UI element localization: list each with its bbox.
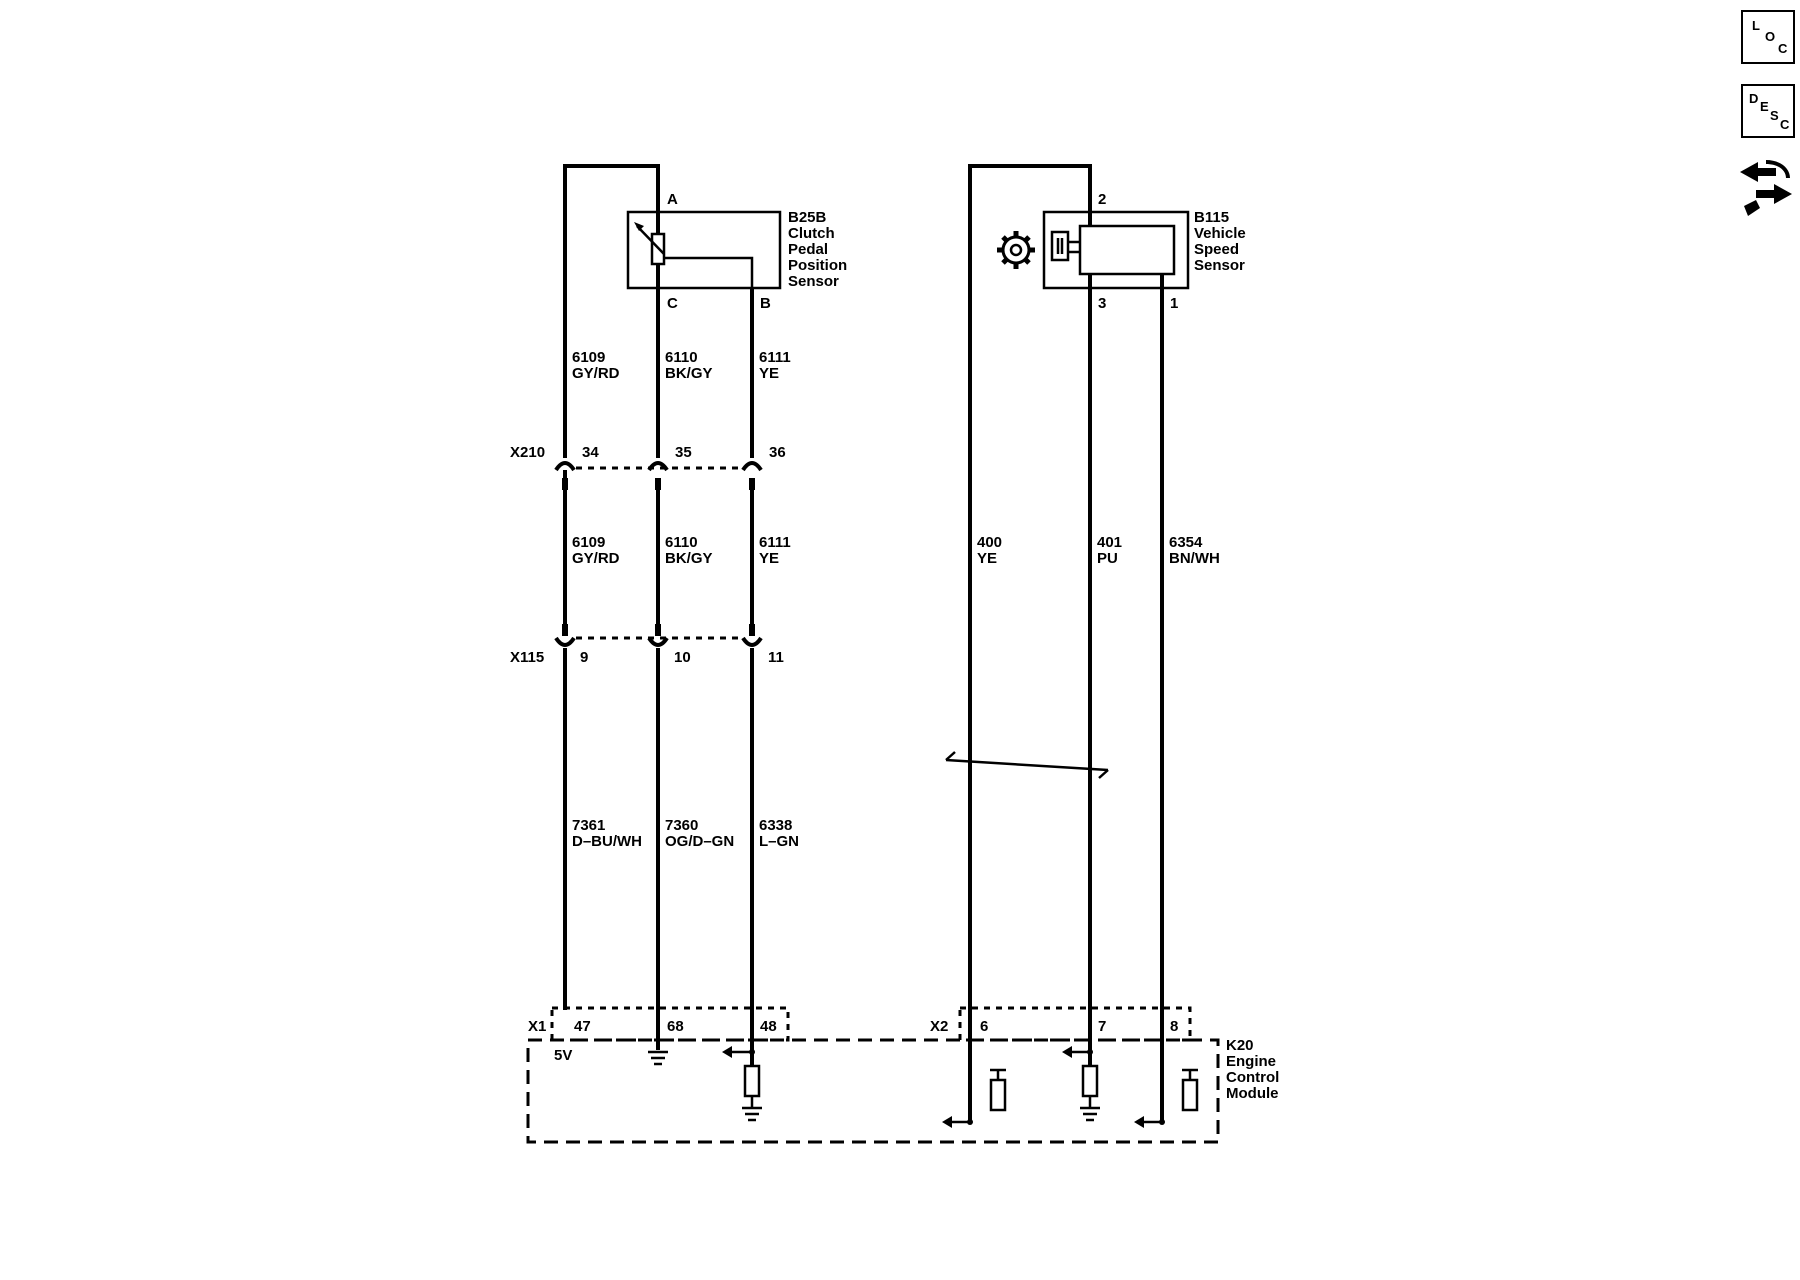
clutch-sensor-name-1: B25B xyxy=(788,209,827,226)
x115-pin-9: 9 xyxy=(580,649,588,666)
w2-lower-circuit: 7360 xyxy=(665,817,698,834)
speed-pin-3: 3 xyxy=(1098,295,1106,312)
resistor-pin7 xyxy=(1081,1064,1099,1098)
wire-6109 xyxy=(563,164,660,1010)
clutch-pedal-position-sensor: B25B Clutch Pedal Position Sensor A C B xyxy=(626,191,847,312)
x2-pin-6: 6 xyxy=(980,1018,988,1035)
ecm-name-3: Control xyxy=(1226,1069,1279,1086)
speed-sensor-name-3: Speed xyxy=(1194,241,1239,258)
ground-icon xyxy=(1080,1106,1100,1122)
sensor-coil-icon xyxy=(1050,230,1070,262)
x115-pin-10: 10 xyxy=(674,649,691,666)
output-arrow-icon xyxy=(942,1116,973,1128)
x210-label: X210 xyxy=(510,444,545,461)
resistor-pin8 xyxy=(1181,1078,1199,1112)
w3-mid-color: YE xyxy=(759,550,779,567)
twisted-pair-marker xyxy=(945,751,1109,779)
speed-sensor-name-1: B115 xyxy=(1194,209,1229,226)
x2-pin-8: 8 xyxy=(1170,1018,1178,1035)
description-button[interactable]: D E S C xyxy=(1741,84,1795,138)
speed-sensor-name-4: Sensor xyxy=(1194,257,1245,274)
speed-pin-1: 1 xyxy=(1170,295,1178,312)
ecm-name-2: Engine xyxy=(1226,1053,1276,1070)
w1-upper-circuit: 6109 xyxy=(572,349,605,366)
x1-label: X1 xyxy=(528,1018,546,1035)
speed-sensor-element xyxy=(1078,224,1176,276)
wire-labels-left: 6109 GY/RD 6110 BK/GY 6111 YE 6109 GY/RD… xyxy=(572,349,799,850)
clutch-pin-b: B xyxy=(760,295,771,312)
x115-label: X115 xyxy=(510,649,544,666)
w2-lower-color: OG/D–GN xyxy=(665,833,734,850)
connector-tool-icon[interactable] xyxy=(1736,154,1796,220)
ecm-name-1: K20 xyxy=(1226,1037,1254,1054)
gear-icon xyxy=(997,231,1035,269)
wire-400 xyxy=(968,164,1092,1122)
ground-icon xyxy=(742,1106,762,1122)
x1-pin-47: 47 xyxy=(574,1018,591,1035)
w3-upper-color: YE xyxy=(759,365,779,382)
w1-mid-color: GY/RD xyxy=(572,550,620,567)
w2-upper-color: BK/GY xyxy=(665,365,713,382)
connector-x2-box xyxy=(958,1006,1192,1042)
clutch-pin-c: C xyxy=(667,295,678,312)
clutch-sensor-name-2: Clutch xyxy=(788,225,835,242)
w2-mid-circuit: 6110 xyxy=(665,534,698,551)
x210-pin-35: 35 xyxy=(675,444,692,461)
w1-lower-circuit: 7361 xyxy=(572,817,605,834)
w6-circuit: 6354 xyxy=(1169,534,1203,551)
ecm-5v-label: 5V xyxy=(554,1047,572,1064)
x1-pin-48: 48 xyxy=(760,1018,777,1035)
ground-icon xyxy=(648,1050,668,1066)
clutch-sensor-name-3: Pedal xyxy=(788,241,828,258)
pulldown-resistor xyxy=(743,1064,761,1098)
vehicle-speed-sensor: B115 Vehicle Speed Sensor 2 3 1 xyxy=(997,191,1246,312)
w3-upper-circuit: 6111 xyxy=(759,349,791,366)
w6-color: BN/WH xyxy=(1169,550,1220,567)
location-button[interactable]: L O C xyxy=(1741,10,1795,64)
clutch-sensor-name-5: Sensor xyxy=(788,273,839,290)
w3-lower-color: L–GN xyxy=(759,833,799,850)
speed-sensor-name-2: Vehicle xyxy=(1194,225,1246,242)
w1-mid-circuit: 6109 xyxy=(572,534,605,551)
x2-label: X2 xyxy=(930,1018,948,1035)
x1-pin-68: 68 xyxy=(667,1018,684,1035)
w1-upper-color: GY/RD xyxy=(572,365,620,382)
resistor-pin6 xyxy=(989,1078,1007,1112)
x2-pin-7: 7 xyxy=(1098,1018,1106,1035)
x210-pin-34: 34 xyxy=(582,444,599,461)
w1-lower-color: D–BU/WH xyxy=(572,833,642,850)
connector-x210: X210 34 35 36 xyxy=(510,444,786,490)
engine-control-module: K20 Engine Control Module X1 47 68 48 X2… xyxy=(526,1006,1279,1144)
w5-circuit: 401 xyxy=(1097,534,1122,551)
clutch-pin-a: A xyxy=(667,191,678,208)
w3-mid-circuit: 6111 xyxy=(759,534,791,551)
output-arrow-icon xyxy=(1134,1116,1165,1128)
w2-mid-color: BK/GY xyxy=(665,550,713,567)
connector-x1-box xyxy=(550,1006,790,1042)
clutch-sensor-box xyxy=(626,210,782,290)
ecm-name-4: Module xyxy=(1226,1085,1279,1102)
clutch-sensor-name-4: Position xyxy=(788,257,847,274)
w4-circuit: 400 xyxy=(977,534,1002,551)
w4-color: YE xyxy=(977,550,997,567)
connector-x115: X115 9 10 11 xyxy=(510,624,784,666)
w5-color: PU xyxy=(1097,550,1118,567)
x210-pin-36: 36 xyxy=(769,444,786,461)
wire-labels-right: 400 YE 401 PU 6354 BN/WH xyxy=(977,534,1220,567)
speed-pin-2: 2 xyxy=(1098,191,1106,208)
x115-pin-11: 11 xyxy=(768,649,784,666)
ecm-outline xyxy=(526,1038,1220,1144)
w2-upper-circuit: 6110 xyxy=(665,349,698,366)
w3-lower-circuit: 6338 xyxy=(759,817,792,834)
